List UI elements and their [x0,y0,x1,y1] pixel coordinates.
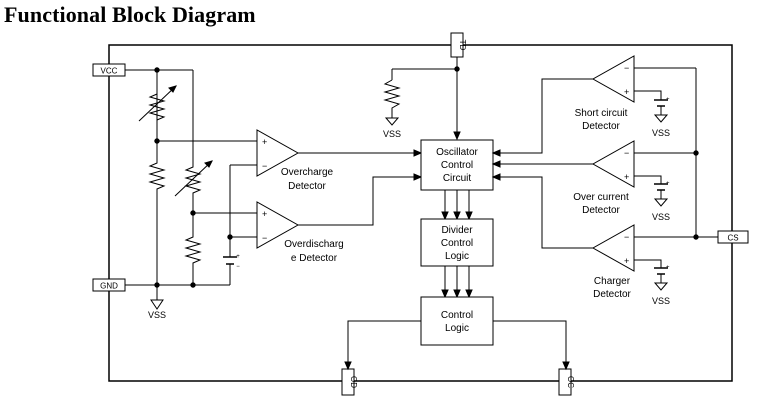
short-circuit-plus: + [624,87,629,97]
charger-plus: + [624,256,629,266]
short-circuit-comparator [491,55,669,157]
resistor-left-upper [148,89,166,125]
svg-text:GND: GND [100,282,118,291]
pin-oc: OC [558,368,575,396]
overcharge-comparator [256,129,423,177]
pin-gnd: GND [92,278,126,292]
page-title: Functional Block Diagram [4,2,256,27]
divider-line-1: Divider [441,225,473,236]
battery-minus: − [236,264,240,270]
overdischarge-minus: − [262,233,267,243]
charger-label-1: Charger [594,276,631,287]
vss-label: VSS [383,129,401,139]
bus-arrows-2 [441,266,473,299]
overcharge-label-1: Overcharge [281,167,334,178]
pin-od: OD [341,368,358,396]
charger-label-2: Detector [593,289,631,300]
short-circuit-label-2: Detector [582,121,620,132]
bus-arrows-1 [441,190,473,221]
pin-cs: CS [717,230,749,244]
resistor-right-lower [184,232,202,268]
vss-label: VSS [652,212,670,222]
divider-line-3: Logic [445,251,469,262]
overcharge-plus: + [262,137,267,147]
svg-text:CS: CS [727,234,738,243]
control-line-2: Logic [445,323,469,334]
td-resistor [383,79,401,118]
pin-td: TD [450,32,467,58]
output-wires [344,320,570,371]
short-circuit-bat-plus: + [666,97,670,103]
overdischarge-plus: + [262,209,267,219]
resistor-left-lower [148,160,166,193]
oscillator-line-1: Oscillator [436,147,478,158]
cs-bus [634,67,718,240]
short-circuit-minus: − [624,63,629,73]
charger-minus: − [624,232,629,242]
overdischarge-comparator [256,173,423,249]
charger-bat-plus: + [666,265,670,271]
resistor-right-upper [184,150,202,198]
oscillator-line-3: Circuit [443,173,472,184]
over-current-label-2: Detector [582,205,620,216]
svg-text:TD: TD [458,40,467,51]
chip-outline [108,44,733,382]
svg-text:OD: OD [349,376,358,388]
oscillator-control-block [420,139,494,191]
variable-arrow [174,160,213,197]
control-logic-block [420,296,494,346]
svg-text:OC: OC [566,376,575,388]
td-network [383,57,461,141]
over-current-label-1: Over current [573,192,629,203]
charger-comparator [491,173,669,291]
input-network [125,67,257,310]
over-current-plus: + [624,172,629,182]
over-current-bat-plus: + [666,181,670,187]
battery-plus: + [236,254,240,260]
control-line-1: Control [441,310,473,321]
vss-label: VSS [652,128,670,138]
ground-symbol [384,117,400,126]
short-circuit-label-1: Short circuit [575,108,628,119]
overdischarge-label-2: e Detector [291,253,338,264]
overcharge-minus: − [262,161,267,171]
variable-arrow [138,85,177,122]
svg-text:VCC: VCC [101,67,118,76]
over-current-minus: − [624,148,629,158]
vss-label: VSS [148,310,166,320]
overcharge-label-2: Detector [288,181,326,192]
oscillator-line-2: Control [441,160,473,171]
vss-label: VSS [652,296,670,306]
overdischarge-label-1: Overdischarg [284,239,343,250]
over-current-comparator [491,140,669,207]
ground-symbol [150,299,164,310]
divider-line-2: Control [441,238,473,249]
divider-control-block [420,218,494,267]
pin-vcc: VCC [92,63,126,77]
